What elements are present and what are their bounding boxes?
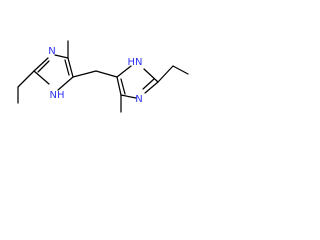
right-ring-hn-label: HN [128,57,143,68]
bond-left-ring-n3-c4 [57,76,74,91]
bond-left-ring-c4-c5-double [64,59,70,76]
bond-left-ring-c2-n3 [33,70,50,85]
bond-right-ring-n3-c4 [144,81,159,94]
bond-right-ring-c1-c2-double [120,78,126,95]
bond-left-ring-c4-c5 [67,57,74,78]
bond-left-ring-c5-n1 [54,54,69,59]
bond-left-ring-n1-c2 [33,57,49,72]
atom-label-layer: N NH N HN [48,46,142,105]
bond-right-ring-n3-c4-double [142,78,155,90]
molecule-structure-diagram: N NH N HN [17,40,189,113]
bond-left-ethyl-1 [17,70,35,88]
bond-right-ring-c4-n5 [143,68,159,83]
left-ring-nh-label: NH [50,90,65,101]
bond-right-ethyl-1 [157,65,174,83]
bond-bridge-left [72,70,97,78]
bond-left-ring-n1-c2-double [37,60,50,73]
bond-bridge-right [95,70,118,78]
bond-right-ring-c1-c2 [116,76,122,96]
bond-right-ring-c2-n3 [120,94,137,99]
bond-layer [17,40,189,113]
left-ring-nitrogen-top-label: N [48,46,55,57]
right-ring-nitrogen-bottom-label: N [135,94,142,105]
bond-right-ring-n5-c1 [116,65,132,78]
bond-right-ethyl-2 [172,65,189,75]
